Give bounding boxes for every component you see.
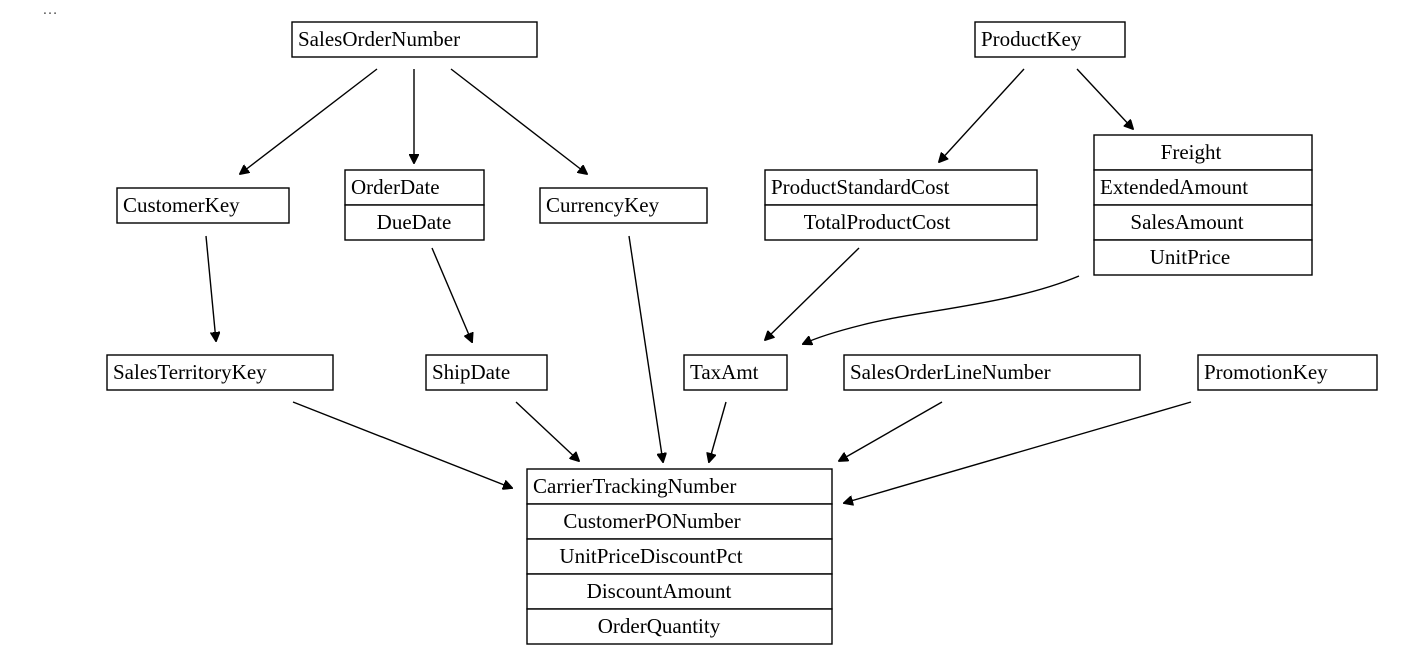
field-currencykey: CurrencyKey	[546, 193, 660, 217]
field-unitpricediscountpct: UnitPriceDiscountPct	[559, 544, 742, 568]
field-salesamount: SalesAmount	[1130, 210, 1243, 234]
edge-promotionkey-carrier	[844, 401, 1192, 503]
edge-shipdate-carrier	[515, 401, 579, 461]
node-carrier-group: CarrierTrackingNumber CustomerPONumber U…	[526, 468, 833, 645]
edge-productkey-productcost	[939, 68, 1025, 162]
node-productcost-group: ProductStandardCost TotalProductCost	[764, 169, 1038, 241]
node-shipdate: ShipDate	[425, 354, 548, 391]
edge-taxamt-carrier	[709, 401, 727, 462]
field-promotionkey: PromotionKey	[1204, 360, 1328, 384]
edge-productcost-taxamt	[765, 247, 860, 340]
node-freight-group: Freight ExtendedAmount SalesAmount UnitP…	[1093, 134, 1313, 276]
field-orderdate: OrderDate	[351, 175, 440, 199]
edge-salesterritorykey-carrier	[292, 401, 512, 488]
node-salesordernumber: SalesOrderNumber	[291, 21, 538, 58]
edge-freight-taxamt	[803, 275, 1080, 344]
field-carriertrackingnumber: CarrierTrackingNumber	[533, 474, 736, 498]
node-currencykey: CurrencyKey	[539, 187, 708, 224]
ellipsis-indicator: …	[42, 1, 58, 18]
node-taxamt: TaxAmt	[683, 354, 788, 391]
node-productkey: ProductKey	[974, 21, 1126, 58]
node-salesterritorykey: SalesTerritoryKey	[106, 354, 334, 391]
edge-salesordernumber-currencykey	[450, 68, 587, 174]
edge-salesorderlinenumber-carrier	[839, 401, 943, 461]
node-promotionkey: PromotionKey	[1197, 354, 1378, 391]
field-customerkey: CustomerKey	[123, 193, 240, 217]
field-salesterritorykey: SalesTerritoryKey	[113, 360, 267, 384]
field-duedate: DueDate	[377, 210, 452, 234]
node-salesorderlinenumber: SalesOrderLineNumber	[843, 354, 1141, 391]
field-unitprice: UnitPrice	[1150, 245, 1230, 269]
edges	[205, 68, 1192, 503]
node-orderdate-group: OrderDate DueDate	[344, 169, 485, 241]
field-customerponumber: CustomerPONumber	[563, 509, 740, 533]
field-orderquantity: OrderQuantity	[598, 614, 721, 638]
field-freight: Freight	[1161, 140, 1222, 164]
field-shipdate: ShipDate	[432, 360, 510, 384]
field-productkey: ProductKey	[981, 27, 1082, 51]
edge-orderdate-shipdate	[431, 247, 472, 342]
edge-customerkey-salesterritorykey	[205, 235, 216, 341]
field-salesordernumber: SalesOrderNumber	[298, 27, 460, 51]
node-customerkey: CustomerKey	[116, 187, 290, 224]
edge-currencykey-carrier	[628, 235, 663, 462]
field-discountamount: DiscountAmount	[587, 579, 732, 603]
field-taxamt: TaxAmt	[690, 360, 759, 384]
edge-productkey-freight	[1076, 68, 1133, 129]
field-productstandardcost: ProductStandardCost	[771, 175, 950, 199]
edge-salesordernumber-customerkey	[240, 68, 378, 174]
field-extendedamount: ExtendedAmount	[1100, 175, 1248, 199]
field-totalproductcost: TotalProductCost	[804, 210, 951, 234]
field-salesorderlinenumber: SalesOrderLineNumber	[850, 360, 1051, 384]
